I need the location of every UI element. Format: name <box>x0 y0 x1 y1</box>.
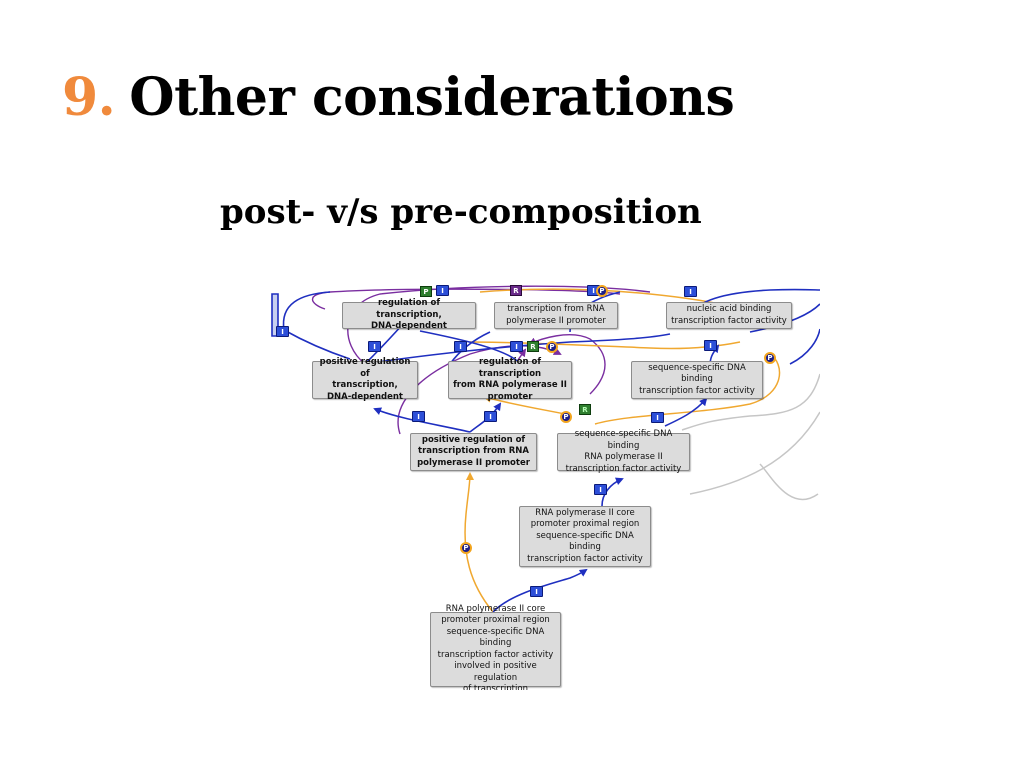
edge-badge-is-a: I <box>510 341 523 352</box>
gray-edges <box>681 373 820 501</box>
edge-badge-is-a: I <box>594 484 607 495</box>
slide-title: 9.Other considerations <box>62 67 735 128</box>
edge-badge-part-of: P <box>560 411 572 423</box>
node-regulation-of-transcription-dna-dependent[interactable]: regulation of transcription, DNA-depende… <box>342 298 476 331</box>
edge-badge-is-a: I <box>412 411 425 422</box>
edge-badge-regulates: R <box>579 404 591 415</box>
node-regulation-of-transcription-from-rna-pol-ii-promoter[interactable]: regulation of transcription from RNA pol… <box>448 357 572 402</box>
edge-badge-is-a: I <box>454 341 467 352</box>
edge-badge-part-of: P <box>596 285 608 297</box>
edge-badge-regulates: R <box>510 285 522 296</box>
slide-subtitle: post- v/s pre-composition <box>220 192 702 232</box>
slide-number: 9. <box>62 67 116 128</box>
node-sequence-specific-rna-pol-ii-tf-activity[interactable]: sequence-specific DNA binding RNA polyme… <box>557 429 690 474</box>
edge-badge-is-a: I <box>484 411 497 422</box>
node-rna-pol-ii-core-promoter-proximal-tf-activity[interactable]: RNA polymerase II core promoter proximal… <box>519 506 651 567</box>
edge-badge-is-a: I <box>530 586 543 597</box>
node-sequence-specific-dna-binding-tf-activity[interactable]: sequence-specific DNA binding transcript… <box>631 361 763 399</box>
edge-badge-is-a: I <box>704 340 717 351</box>
node-nucleic-acid-binding-tf-activity[interactable]: nucleic acid binding transcription facto… <box>666 302 792 329</box>
edge-badge-is-a: I <box>368 341 381 352</box>
node-transcription-from-rna-polymerase-ii-promoter[interactable]: transcription from RNA polymerase II pro… <box>494 302 618 329</box>
edge-badge-regulates: R <box>527 341 539 352</box>
edge-badge-is-a: I <box>436 285 449 296</box>
edge-badge-part-of: P <box>460 542 472 554</box>
blue-edges <box>271 288 820 613</box>
slide-title-text: Other considerations <box>129 67 735 128</box>
edge-badge-is-a: I <box>684 286 697 297</box>
node-positive-regulation-of-transcription-from-rna-pol-ii[interactable]: positive regulation of transcription fro… <box>410 433 537 471</box>
edge-badge-is-a: I <box>651 412 664 423</box>
node-positive-regulation-of-transcription-dna-dependent[interactable]: positive regulation of transcription, DN… <box>312 357 418 402</box>
edge-badge-part-of: P <box>764 352 776 364</box>
ontology-graph: regulation of transcription, DNA-depende… <box>270 284 820 690</box>
node-rna-pol-ii-core-promoter-proximal-tf-positive-regulation[interactable]: RNA polymerase II core promoter proximal… <box>430 604 561 690</box>
edge-badge-is-a: I <box>276 326 289 337</box>
edge-badge-part-of: P <box>546 341 558 353</box>
edge-badge-part-of: P <box>420 286 432 297</box>
